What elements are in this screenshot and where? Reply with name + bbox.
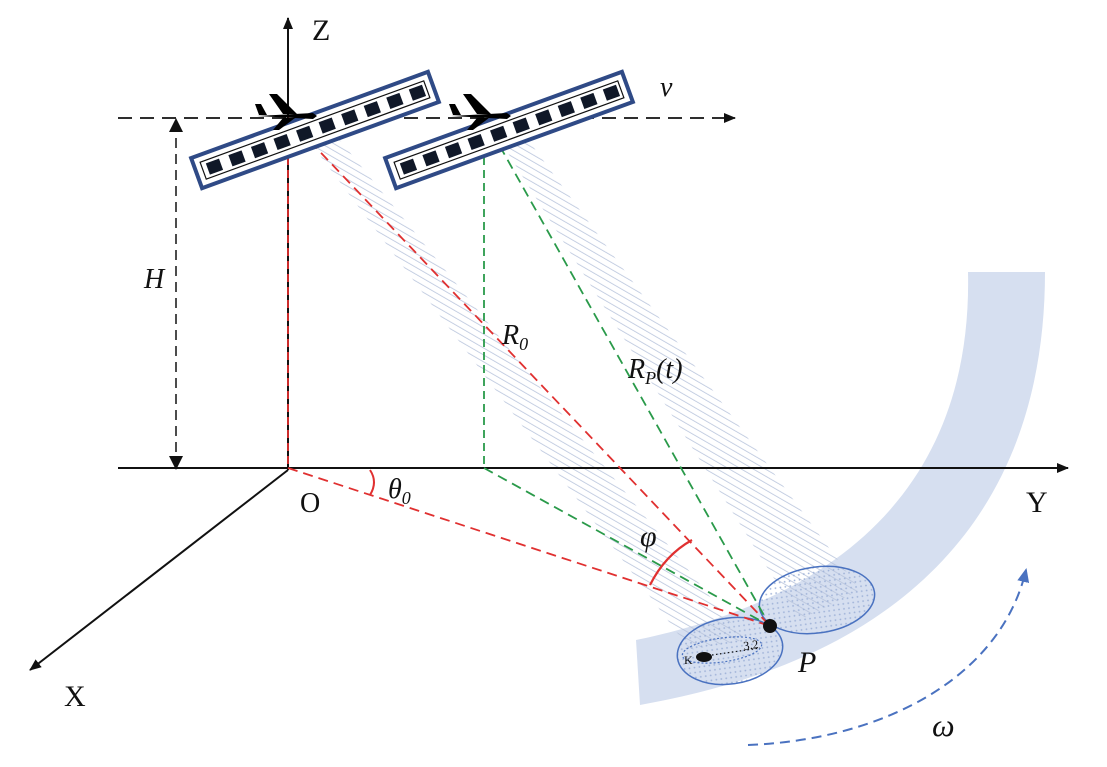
k-label: K xyxy=(684,653,693,667)
x-axis xyxy=(29,469,289,671)
origin-label: O xyxy=(300,488,320,519)
z-axis-label: Z xyxy=(312,14,330,47)
distance-label: 3.2 xyxy=(742,637,759,653)
footprint-ellipse-left xyxy=(676,616,784,686)
theta-label: θ0 xyxy=(388,474,411,508)
x-axis-label: X xyxy=(64,680,86,713)
airplane-icon-1 xyxy=(255,94,317,130)
inner-dotted-ellipse xyxy=(681,636,763,664)
point-label: P xyxy=(797,646,816,679)
velocity-label: v xyxy=(660,72,673,103)
rp-label: RP(t) xyxy=(627,354,683,388)
omega-label: ω xyxy=(932,707,955,743)
beam-band-2 xyxy=(486,118,860,620)
ground-range-line xyxy=(287,467,771,627)
theta-arc xyxy=(369,469,375,496)
k-dotted-link xyxy=(711,647,761,656)
antenna-array-1 xyxy=(188,69,442,191)
green-ground-line xyxy=(483,467,771,627)
height-arrow-bottom xyxy=(169,456,183,470)
r0-label: R0 xyxy=(501,320,528,354)
phi-label: φ xyxy=(640,520,657,553)
k-dot xyxy=(696,652,712,662)
height-arrow-top xyxy=(169,118,183,132)
rp-slant-line xyxy=(483,117,771,627)
phi-arc xyxy=(649,539,693,586)
height-label: H xyxy=(143,264,166,295)
target-point xyxy=(763,619,777,633)
omega-rotation-arrow xyxy=(747,568,1030,746)
antenna-array-2 xyxy=(382,69,636,191)
y-axis-label: Y xyxy=(1026,486,1048,519)
airplane-icon-2 xyxy=(449,94,511,130)
beam-band-1 xyxy=(292,118,745,650)
